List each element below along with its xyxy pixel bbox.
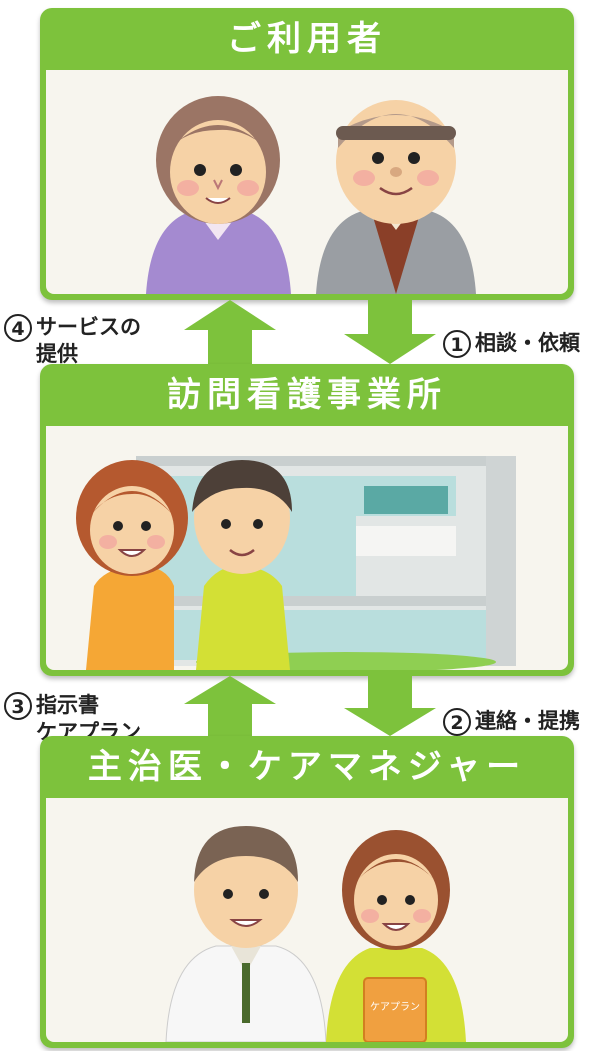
doctor-illustration [165,826,327,1042]
arrow-up-service [184,300,276,364]
doctors-panel: 主治医・ケアマネジャー [40,736,574,1048]
step-2-label: 2 連絡・提携 [443,708,580,736]
step-1-number: 1 [443,330,471,358]
step-1-line-1: 相談・依頼 [475,331,580,355]
arrow-down-consult [344,300,436,364]
step-1-label: 1 相談・依頼 [443,330,580,358]
step-4-line-1: サービスの [36,315,141,339]
elderly-woman-illustration [146,96,291,294]
users-scene [46,70,568,294]
doctors-scene: ケアプラン [46,798,568,1042]
care-manager-illustration: ケアプラン [326,830,466,1042]
station-panel: 訪問看護事業所 [40,364,574,676]
nurse-man-illustration [192,460,292,670]
careplan-text: ケアプラン [370,1001,420,1013]
station-panel-title: 訪問看護事業所 [167,375,447,415]
step-2-number: 2 [443,708,471,736]
arrow-down-contact [344,676,436,736]
users-panel-title: ご利用者 [227,19,387,59]
step-4-label: 4 サービスの 提供 [4,314,141,368]
step-4-number: 4 [4,314,32,342]
users-panel: ご利用者 [40,8,574,300]
step-4-line-2: 提供 [36,342,78,366]
station-scene [46,426,568,670]
building-illustration [136,456,516,670]
step-2-line-1: 連絡・提携 [475,709,580,733]
elderly-man-illustration [316,100,476,294]
nurse-woman-illustration [76,460,188,670]
step-3-number: 3 [4,692,32,720]
arrow-up-instructions [184,676,276,736]
step-3-line-1: 指示書 [36,693,99,717]
doctors-panel-title: 主治医・ケアマネジャー [87,747,527,787]
